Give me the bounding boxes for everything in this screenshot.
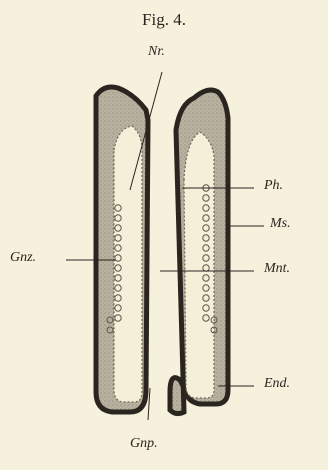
left-fold-cavity [114, 126, 142, 402]
label-mnt: Mnt. [264, 261, 290, 277]
right-fold [170, 90, 228, 414]
left-fold [96, 87, 148, 412]
label-gnz: Gnz. [10, 250, 36, 266]
right-fold-cavity [184, 132, 214, 398]
label-nr: Nr. [148, 44, 165, 60]
label-end: End. [264, 376, 290, 392]
label-ms: Ms. [270, 216, 291, 232]
label-ph: Ph. [264, 178, 283, 194]
label-gnp: Gnp. [130, 436, 158, 452]
